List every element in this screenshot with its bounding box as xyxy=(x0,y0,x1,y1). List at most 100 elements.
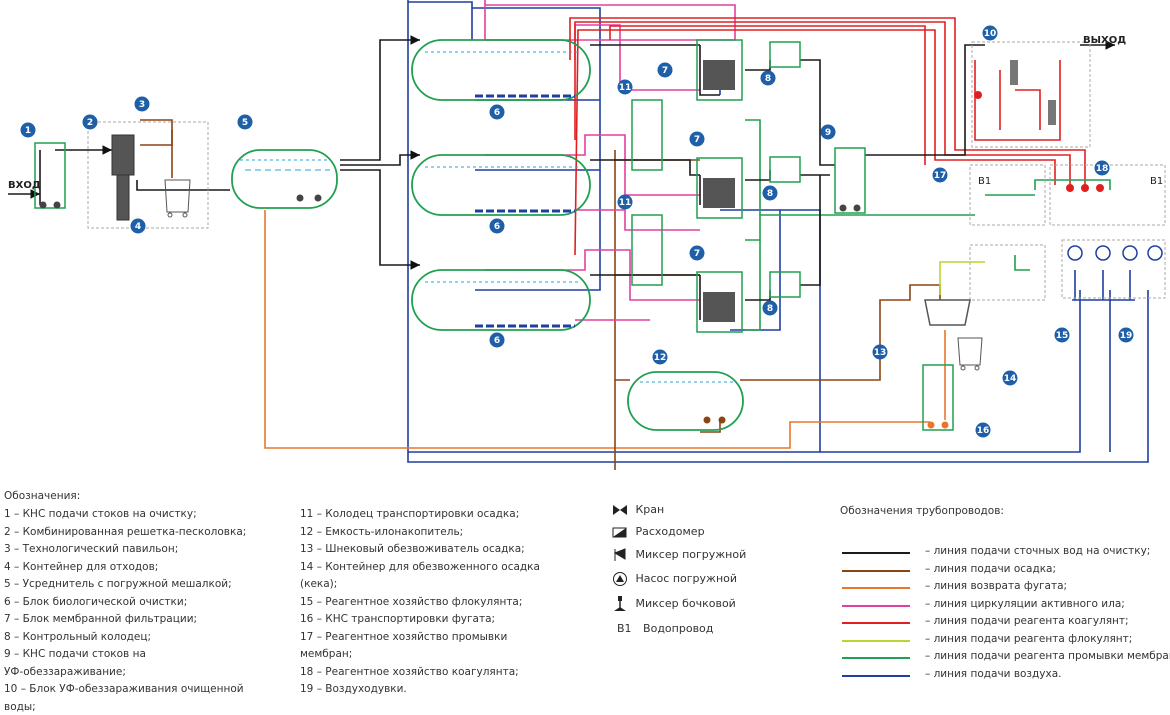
callout-bubble: 14 xyxy=(1002,370,1018,386)
flocculant-reagents xyxy=(969,244,1046,301)
callout-bubble: 10 xyxy=(982,25,998,41)
callout-bubble: 2 xyxy=(82,114,98,130)
legend-item: воды; xyxy=(4,700,36,713)
callout-number: 14 xyxy=(1004,374,1017,384)
waste-container xyxy=(164,179,191,218)
callout-bubble: 11 xyxy=(617,79,633,95)
legend-item: 2 – Комбинированная решетка-песколовка; xyxy=(4,525,247,538)
callout-bubble: 6 xyxy=(489,332,505,348)
symbol-flowmeter: Расходомер xyxy=(612,525,705,538)
legend-item: 15 – Реагентное хозяйство флокулянта; xyxy=(300,595,523,608)
coagulant-lines xyxy=(569,17,1086,256)
pipe-line-sample xyxy=(842,587,910,589)
outlet-label: ВЫХОД xyxy=(1083,35,1126,46)
legend-item: 6 – Блок биологической очистки; xyxy=(4,595,188,608)
uv-disinfection-block xyxy=(971,41,1091,148)
callout-number: 9 xyxy=(825,128,831,138)
pipes-title: Обозначения трубопроводов: xyxy=(840,505,1004,517)
symbol-water-supply-label: Водопровод xyxy=(643,622,714,635)
callout-number: 19 xyxy=(1120,331,1133,341)
centrate-kns xyxy=(922,364,954,431)
symbol-submersible-mixer: Миксер погружной xyxy=(612,547,746,563)
cake-container xyxy=(957,337,983,371)
legend-item: (кека); xyxy=(300,578,338,590)
callout-number: 8 xyxy=(765,74,771,84)
kns-uv-station xyxy=(834,147,866,214)
symbol-barrel-mixer-label: Миксер бочковой xyxy=(635,597,736,610)
callout-number: 11 xyxy=(619,198,632,208)
pipe-line-sample xyxy=(842,552,910,554)
callout-bubble: 4 xyxy=(130,218,146,234)
callout-bubble: 8 xyxy=(762,185,778,201)
callout-number: 12 xyxy=(654,353,667,363)
legend-item: 12 – Емкость-илонакопитель; xyxy=(300,525,464,538)
legend-item: 16 – КНС транспортировки фугата; xyxy=(300,613,496,625)
callout-number: 1 xyxy=(25,126,31,136)
legend-item: 10 – Блок УФ-обеззараживания очищенной xyxy=(4,683,244,695)
membrane-wash-lines xyxy=(745,119,1111,331)
callout-number: 16 xyxy=(977,426,990,436)
barrel-mixer-icon xyxy=(614,596,626,611)
callout-number: 3 xyxy=(139,100,145,110)
control-wells xyxy=(769,41,801,298)
water-supply-icon: В1 xyxy=(617,622,632,635)
symbol-water-supply: В1 Водопровод xyxy=(617,622,713,635)
coagulant-reagents xyxy=(1049,164,1166,226)
equalizer-tank xyxy=(231,149,338,209)
legend-item: УФ-обеззараживание; xyxy=(4,665,126,678)
pipe-label: – линия возврата фугата; xyxy=(925,580,1068,592)
legend-item: 14 – Контейнер для обезвоженного осадка xyxy=(300,560,540,573)
water-supply-label-18: В1 xyxy=(1150,176,1163,187)
legend-item: 5 – Усреднитель с погружной мешалкой; xyxy=(4,578,232,590)
symbol-flowmeter-label: Расходомер xyxy=(635,525,705,538)
symbol-valve: Кран xyxy=(612,503,664,516)
callout-bubble: 6 xyxy=(489,218,505,234)
bio-treatment-blocks xyxy=(411,39,591,331)
callout-bubble: 6 xyxy=(489,104,505,120)
pipe-line-sample xyxy=(842,604,910,607)
submersible-pump-icon xyxy=(613,572,627,586)
callout-bubble: 18 xyxy=(1094,160,1110,176)
legend-item: 1 – КНС подачи стоков на очистку; xyxy=(4,508,197,520)
pipe-label: – линия подачи реагента флокулянт; xyxy=(925,632,1133,645)
callout-bubble: 17 xyxy=(932,167,948,183)
inlet-label: ВХОД xyxy=(8,180,41,191)
pipe-line-sample xyxy=(842,622,910,624)
pipe-label: – линия подачи осадка; xyxy=(925,562,1057,575)
symbol-valve-label: Кран xyxy=(635,503,665,516)
callout-bubble: 7 xyxy=(689,131,705,147)
legend-item: 8 – Контрольный колодец; xyxy=(4,630,152,643)
legend-item: 17 – Реагентное хозяйство промывки xyxy=(300,630,508,643)
legend-item: 19 – Воздуходувки. xyxy=(300,683,407,695)
pipe-line-sample xyxy=(842,639,910,642)
callout-number: 7 xyxy=(694,135,700,145)
kns-feed-station xyxy=(34,142,66,209)
air-lines xyxy=(407,0,1149,463)
centrate-return-line xyxy=(264,210,946,449)
process-scheme: ВХОД ВЫХОД В1 В1 12345678910111213141516… xyxy=(8,0,1166,470)
legend-item: 9 – КНС подачи стоков на xyxy=(4,648,146,660)
symbol-submersible-pump-label: Насос погружной xyxy=(635,572,738,585)
membrane-wash-reagents xyxy=(969,164,1046,226)
legend-item: 13 – Шнековый обезвоживатель осадка; xyxy=(300,543,525,555)
callout-bubble: 1 xyxy=(20,122,36,138)
symbol-submersible-mixer-label: Миксер погружной xyxy=(635,548,747,561)
callout-number: 6 xyxy=(494,108,500,118)
callout-number: 13 xyxy=(874,348,887,358)
legend-item: 7 – Блок мембранной фильтрации; xyxy=(4,613,198,625)
pipe-line-sample xyxy=(842,674,910,677)
technological-pavilion xyxy=(87,121,209,229)
callout-bubble: 11 xyxy=(617,194,633,210)
submersible-mixer-icon xyxy=(613,548,626,561)
water-supply-label-17: В1 xyxy=(978,176,991,187)
sludge-transfer-wells xyxy=(631,99,663,286)
callout-number: 5 xyxy=(242,118,248,128)
screen-sand-trap xyxy=(111,134,135,221)
callout-number: 8 xyxy=(767,189,773,199)
pipe-label: – линия подачи реагента промывки мембран… xyxy=(925,650,1170,662)
callout-number: 8 xyxy=(767,304,773,314)
callout-bubble: 3 xyxy=(134,96,150,112)
sludge-storage-tank xyxy=(627,371,744,431)
callout-number: 4 xyxy=(135,222,141,232)
